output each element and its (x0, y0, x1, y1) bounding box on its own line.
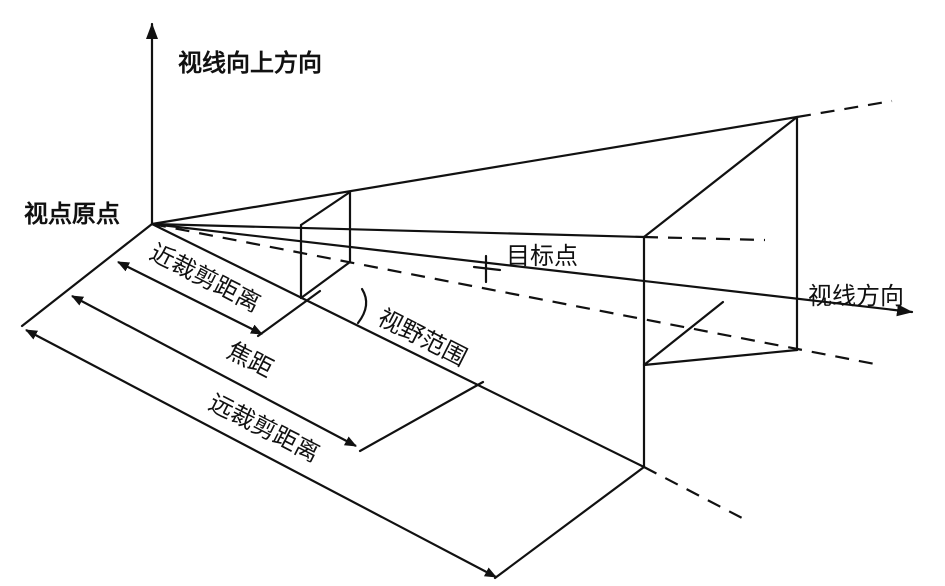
far-plane-bottom-front (642, 348, 799, 367)
far-clip-extension-line (358, 380, 485, 453)
target-point-label: 目标点 (506, 242, 578, 270)
frustum-right-dashed-extension (643, 235, 766, 242)
frustum-top-edge (150, 115, 799, 226)
view-up-label: 视线向上方向 (178, 49, 322, 77)
far-clip-dimension-arrow (25, 329, 497, 578)
far-plane-dimension-extension (493, 465, 646, 580)
view-direction-label: 视线方向 (808, 282, 904, 310)
far-plane-bottom-hidden (642, 300, 725, 367)
field-of-view-label: 视野范围 (373, 303, 471, 372)
focal-length-label: 焦距 (222, 336, 277, 383)
eye-to-bottom-left-extension (20, 222, 154, 328)
far-plane-top (642, 115, 799, 239)
near-plane-bottom (299, 260, 352, 300)
frustum-upper-right-edge (150, 222, 646, 239)
focal-length-dimension-arrow (71, 295, 357, 447)
field-of-view-arc (356, 287, 368, 325)
eye-origin-label: 视点原点 (24, 200, 120, 228)
view-direction-axis (150, 222, 914, 317)
near-plane-top (299, 190, 352, 227)
frustum-top-dashed-extension (796, 99, 893, 119)
frustum-center-dashed-line (151, 222, 881, 367)
near-clip-extension-line (256, 289, 322, 338)
frustum-bottom-dashed-extension (643, 466, 743, 519)
